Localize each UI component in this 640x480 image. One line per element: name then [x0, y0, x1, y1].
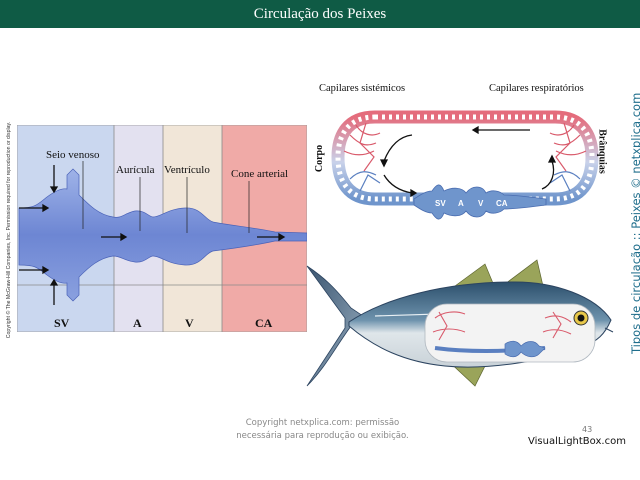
- label-capilares-respiratorios: Capilares respiratórios: [489, 83, 584, 94]
- mini-heart-ca: CA: [496, 199, 508, 208]
- inflow-arrows: [19, 165, 286, 305]
- page-number: 43: [582, 425, 593, 434]
- heart-diagram: Seio venoso Aurícula Ventrículo Cone art…: [16, 124, 308, 333]
- fish-interior-window: [424, 303, 596, 363]
- systemic-capillaries: [343, 122, 381, 172]
- footer-line-1: Copyright netxplica.com: permissão: [245, 418, 400, 428]
- mini-heart: SV A V CA: [413, 184, 547, 220]
- label-auricula: Aurícula: [116, 164, 155, 176]
- heart-diagram-graphic: [16, 124, 308, 333]
- slide-title: Circulação dos Peixes: [0, 0, 640, 28]
- label-branquias: Brânquias: [596, 129, 608, 174]
- mini-heart-v: V: [478, 199, 484, 208]
- mini-heart-a: A: [458, 199, 464, 208]
- flow-arrows: [379, 125, 557, 198]
- fish-illustration: [306, 259, 614, 387]
- circulation-loop-diagram: SV A V CA: [331, 110, 599, 220]
- label-cone-arterial: Cone arterial: [231, 168, 289, 180]
- footer-line-2: necessária para reprodução ou exibição.: [236, 431, 409, 441]
- label-seio-venoso: Seio venoso: [46, 149, 100, 161]
- section-label-sv: SV: [54, 316, 70, 330]
- side-tag: Tipos de circulação :: Peixes © netxplic…: [629, 92, 640, 354]
- copyright-vertical: Copyright © The McGraw-Hill Companies, I…: [6, 121, 12, 339]
- section-label-a: A: [133, 316, 142, 330]
- respiratory-capillaries: [549, 122, 587, 172]
- mini-heart-sv: SV: [435, 199, 446, 208]
- watermark[interactable]: VisualLightBox.com: [528, 436, 626, 447]
- label-capilares-sistemicos: Capilares sistémicos: [319, 83, 406, 94]
- section-label-v: V: [185, 316, 194, 330]
- label-corpo: Corpo: [314, 144, 326, 173]
- section-label-ca: CA: [255, 316, 273, 330]
- footer-copyright: Copyright netxplica.com: permissão neces…: [205, 417, 440, 443]
- label-ventriculo: Ventrículo: [164, 164, 210, 176]
